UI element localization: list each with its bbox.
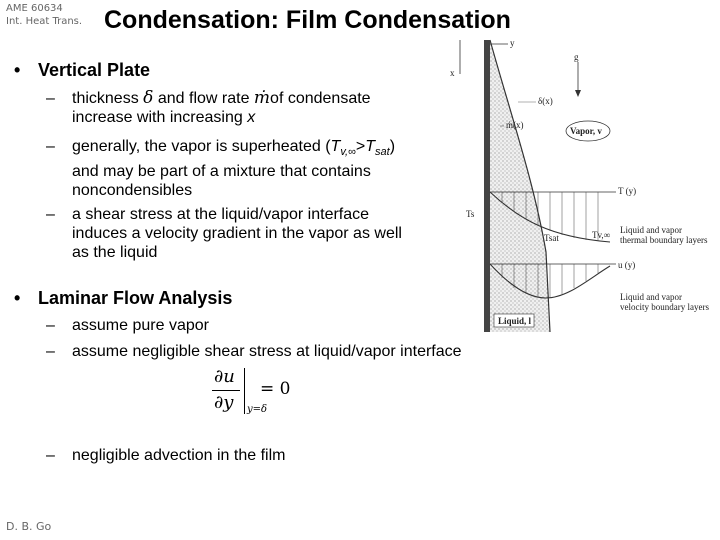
text: generally, the vapor is superheated ( bbox=[72, 138, 331, 155]
equation-shear-bc: ∂u ∂y y=δ = 0 bbox=[210, 366, 310, 418]
Ts-label: Ts bbox=[466, 209, 475, 219]
sub-vinf: v,∞ bbox=[340, 146, 356, 159]
eq-subscript: y=δ bbox=[247, 404, 268, 415]
dash: – bbox=[46, 90, 55, 107]
text: and flow rate bbox=[157, 90, 250, 107]
author-footer: D. B. Go bbox=[6, 520, 52, 533]
course-name: Int. Heat Trans. bbox=[6, 16, 83, 27]
temperature-profile bbox=[489, 191, 611, 243]
text: noncondensibles bbox=[72, 182, 193, 200]
velocity-bl-label-1: Liquid and vapor bbox=[620, 292, 682, 302]
liquid-label-box bbox=[493, 313, 535, 328]
velocity-bl-label-2: velocity boundary layers bbox=[620, 302, 709, 312]
y-axis-label: y bbox=[510, 38, 515, 48]
slide-title: Condensation: Film Condensation bbox=[104, 6, 511, 34]
dash: – bbox=[46, 447, 55, 464]
x-axis-label: x bbox=[450, 68, 455, 78]
velocity-profile bbox=[489, 263, 611, 299]
subitem-superheated: – generally, the vapor is superheated (T… bbox=[46, 137, 452, 200]
text: ) bbox=[389, 138, 396, 155]
text: thickness bbox=[72, 90, 139, 107]
temperature-arrows bbox=[501, 192, 599, 241]
course-label: AME 60634 Int. Heat Trans. bbox=[6, 2, 82, 28]
film-interface-line bbox=[489, 39, 551, 333]
bullet-dot: • bbox=[14, 288, 21, 308]
mdot-x-label: ṁ(x) bbox=[506, 120, 524, 130]
vertical-wall bbox=[484, 40, 490, 332]
eq-rhs: = 0 bbox=[260, 379, 291, 399]
eq-denominator: ∂y bbox=[214, 392, 234, 413]
text: > bbox=[355, 138, 366, 155]
velocity-label: u (y) bbox=[618, 260, 635, 270]
vapor-label: Vapor, v bbox=[570, 126, 602, 136]
thermal-bl-label-1: Liquid and vapor bbox=[620, 225, 682, 235]
gravity-label: g bbox=[574, 52, 579, 62]
mdot-symbol: ṁ bbox=[253, 88, 271, 108]
delta-symbol: δ bbox=[143, 88, 154, 108]
dash: – bbox=[46, 317, 55, 334]
eq-fraction-bar bbox=[212, 390, 240, 391]
Tvinf-label: Tv,∞ bbox=[592, 230, 610, 240]
velocity-arrows bbox=[501, 264, 599, 298]
dash: – bbox=[46, 138, 55, 155]
text: negligible advection in the film bbox=[72, 447, 286, 464]
course-number: AME 60634 bbox=[6, 3, 63, 14]
subitem-pure-vapor: – assume pure vapor bbox=[46, 316, 209, 335]
var-x: x bbox=[247, 109, 256, 126]
subitem-shear-stress: – a shear stress at the liquid/vapor int… bbox=[46, 205, 452, 262]
text: of condensate bbox=[270, 90, 371, 107]
text: induces a velocity gradient in the vapor… bbox=[72, 225, 402, 242]
film-condensation-figure: y x g δ(x) ṁ(x) Vapor, v T (y) Ts Tsat T… bbox=[450, 38, 709, 333]
eq-eval-bar bbox=[244, 368, 245, 414]
thermal-bl-label-2: thermal boundary layers bbox=[620, 235, 708, 245]
liquid-film bbox=[490, 40, 550, 332]
bullet-text: Vertical Plate bbox=[38, 60, 151, 80]
text: a shear stress at the liquid/vapor inter… bbox=[72, 206, 370, 223]
text: as the liquid bbox=[72, 244, 158, 261]
subitem-thickness: – thickness δ and flow rate ṁof condensa… bbox=[46, 88, 452, 127]
var-T: T bbox=[365, 138, 376, 155]
bullet-vertical-plate: • Vertical Plate bbox=[14, 60, 150, 81]
delta-x-label: δ(x) bbox=[538, 96, 553, 106]
dash: – bbox=[46, 343, 55, 360]
bullet-dot: • bbox=[14, 60, 21, 80]
temperature-label: T (y) bbox=[618, 186, 636, 196]
text: and may be part of a mixture that contai… bbox=[72, 163, 371, 181]
Tsat-label: Tsat bbox=[544, 233, 559, 243]
liquid-label: Liquid, l bbox=[498, 316, 532, 326]
text: assume pure vapor bbox=[72, 317, 209, 334]
text: increase with increasing bbox=[72, 109, 248, 126]
text: assume negligible shear stress at liquid… bbox=[72, 343, 462, 360]
eq-numerator: ∂u bbox=[214, 366, 235, 387]
subitem-negligible-advection: – negligible advection in the film bbox=[46, 446, 286, 465]
subitem-negligible-shear: – assume negligible shear stress at liqu… bbox=[46, 342, 462, 361]
bullet-text: Laminar Flow Analysis bbox=[38, 288, 233, 308]
vapor-region-bubble bbox=[565, 120, 611, 142]
gravity-arrowhead bbox=[575, 90, 581, 97]
dash: – bbox=[46, 206, 55, 223]
sub-sat: sat bbox=[375, 146, 390, 159]
bullet-laminar-flow: • Laminar Flow Analysis bbox=[14, 288, 232, 309]
var-T: T bbox=[330, 138, 341, 155]
